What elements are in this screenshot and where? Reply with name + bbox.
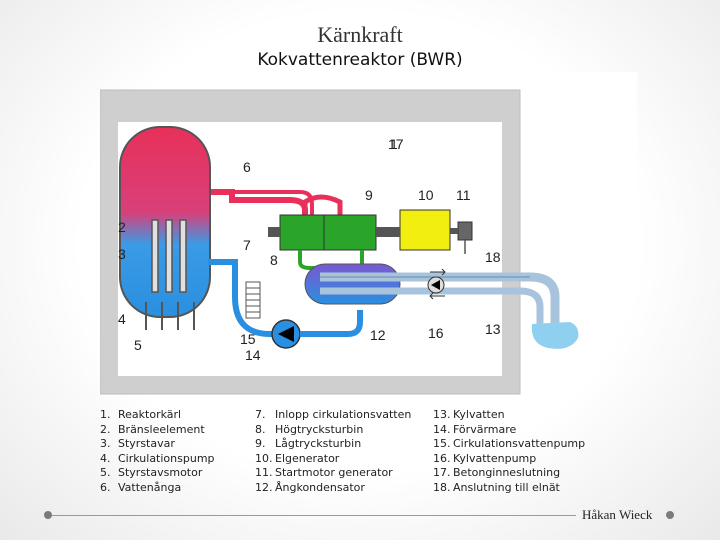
legend-item: 10.Elgenerator [255,451,340,465]
legend-item: 9.Lågtrycksturbin [255,437,362,451]
control-rods [145,302,195,330]
label-14: 14 [245,347,261,363]
legend-item: 6.Vattenånga [100,480,182,494]
high-pressure-turbine [279,214,325,251]
condenser-outer [304,263,401,305]
turbine-exhaust [298,250,350,270]
label-16: 16 [428,325,444,341]
turbine-steam-link [302,194,343,215]
legend-item: 12.Ångkondensator [255,480,365,494]
cooling-pipe-out [320,287,544,327]
bwr-diagram: 1 2 3 4 5 6 7 8 9 10 11 12 13 14 15 16 1… [100,72,637,395]
label-12: 12 [370,327,386,343]
legend-item: 7.Inlopp cirkulationsvatten [255,408,412,421]
label-4: 4 [118,311,126,327]
footer-dot-right [666,511,674,519]
reactor-vessel [119,126,211,318]
turbine-shaft-left [268,227,280,237]
motor-link [450,228,458,234]
label-17: 17 [388,136,404,152]
legend-item: 8.Högtrycksturbin [255,422,364,436]
legend-item: 11.Startmotor generator [255,466,393,480]
legend-item: 2.Bränsleelement [100,422,205,436]
label-15: 15 [240,331,256,347]
label-5: 5 [134,337,142,353]
legend-item: 1.Reaktorkärl [100,408,182,421]
legend-item: 4.Cirkulationspump [100,451,215,465]
generator [399,209,451,251]
legend-column-2: 7.Inlopp cirkulationsvatten 8.Högtryckst… [255,408,411,496]
legend-item: 18.Anslutning till elnät [433,480,560,494]
label-8: 8 [270,252,278,268]
label-1: 1 [390,136,398,152]
cooling-pump-arrow [431,280,440,290]
starter-motor [457,221,473,241]
slide-subtitle: Kokvattenreaktor (BWR) [257,50,463,70]
footer-line [52,515,576,516]
footer-dot-left [44,511,52,519]
legend-item: 17.Betonginneslutning [433,466,561,480]
slide-title: Kärnkraft [317,22,403,47]
condensate-line [300,310,363,337]
legend-item: 16.Kylvattenpump [433,451,537,465]
legend-item: 5.Styrstavsmotor [100,466,203,480]
generator-shaft [390,227,400,237]
label-2: 2 [118,219,126,235]
cooling-pool [531,322,579,349]
low-pressure-turbine [323,214,377,251]
label-10: 10 [418,187,434,203]
author-name: Håkan Wieck [582,507,653,522]
legend-item: 13.Kylvatten [433,408,505,421]
label-6: 6 [243,159,251,175]
label-3: 3 [118,246,126,262]
white-panel [520,72,637,260]
steam-line-top [192,190,314,215]
label-9: 9 [365,187,373,203]
turbine-shaft-right [376,227,390,237]
legend-item: 15.Cirkulationsvattenpump [433,437,586,451]
label-11: 11 [456,187,471,203]
legend-item: 14.Förvärmare [433,422,517,436]
flow-arrows [429,268,446,300]
feedwater-pipe [208,259,320,337]
legend-column-1: 1.Reaktorkärl 2.Bränsleelement 3.Styrsta… [100,408,215,496]
label-13: 13 [485,321,501,337]
label-7: 7 [243,237,251,253]
legend-item: 3.Styrstavar [100,437,175,451]
legend-column-3: 13.Kylvatten 14.Förvärmare 15.Cirkulatio… [433,408,585,496]
cooling-pipe-in [320,272,560,327]
pump-arrow [278,326,294,342]
fuel-elements [151,219,187,293]
preheater [245,281,261,319]
label-18: 18 [485,249,501,265]
